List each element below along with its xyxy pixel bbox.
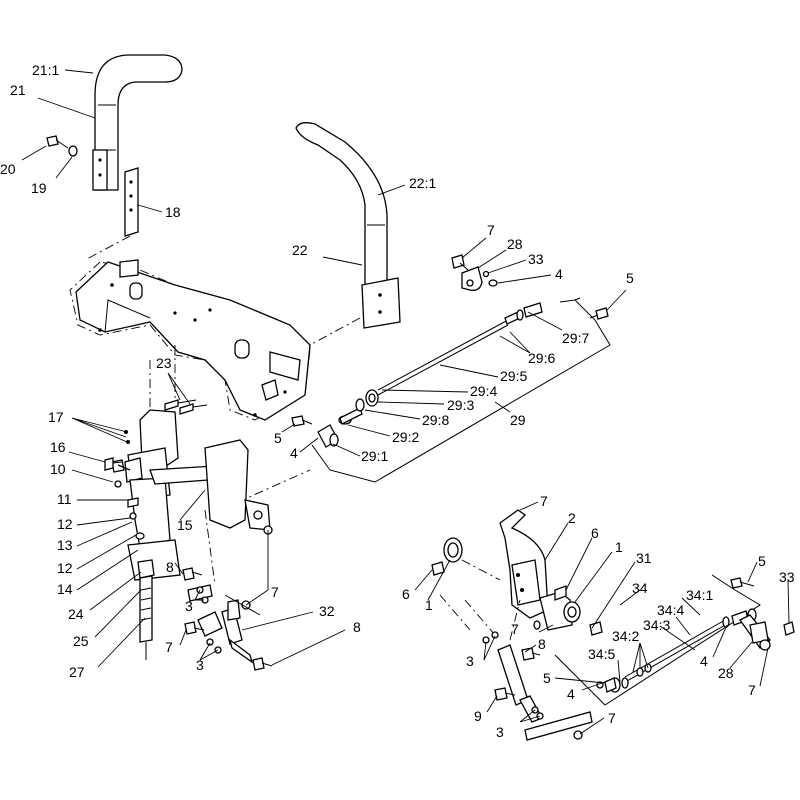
callout-34-4: 34:4 — [657, 602, 684, 618]
callout-32: 32 — [319, 603, 335, 619]
callout-12-b: 12 — [57, 560, 73, 576]
callout-7-bottom: 7 — [608, 710, 616, 726]
callout-8-left: 8 — [166, 559, 174, 575]
callout-21: 21 — [10, 82, 26, 98]
callout-15: 15 — [177, 517, 193, 533]
callout-28-top: 28 — [507, 236, 523, 252]
callout-4-top: 4 — [555, 266, 563, 282]
callout-2: 2 — [568, 510, 576, 526]
callout-labels: 21:1 21 20 19 18 22:1 22 7 28 33 4 5 29:… — [0, 62, 795, 740]
callout-27: 27 — [69, 664, 85, 680]
callout-10: 10 — [50, 461, 66, 477]
callout-7-right-mid: 7 — [511, 621, 519, 637]
callout-6-right: 6 — [591, 525, 599, 541]
callout-29-8: 29:8 — [422, 412, 449, 428]
callout-29-4: 29:4 — [470, 383, 497, 399]
callout-7-right-top: 7 — [540, 493, 548, 509]
alignment-line-left-4 — [204, 509, 216, 586]
callout-7-top: 7 — [487, 222, 495, 238]
callout-13: 13 — [57, 537, 73, 553]
callout-31: 31 — [636, 550, 652, 566]
callout-33-right: 33 — [779, 569, 795, 585]
right-pivot-assembly — [431, 509, 603, 636]
callout-34-1: 34:1 — [686, 587, 713, 603]
callout-17: 17 — [48, 409, 64, 425]
callout-29-3: 29:3 — [447, 397, 474, 413]
bolt-20-washer-19 — [46, 135, 78, 157]
callout-5-right: 5 — [758, 553, 766, 569]
assembly-34 — [554, 574, 795, 706]
callout-1-left: 1 — [425, 597, 433, 613]
alignment-line-frame-3 — [219, 469, 311, 511]
callout-24: 24 — [68, 606, 84, 622]
alignment-line-top-right — [309, 317, 361, 346]
bolts-23 — [164, 399, 208, 415]
callout-34-2: 34:2 — [612, 628, 639, 644]
callout-22: 22 — [292, 242, 308, 258]
callout-5-right-b: 5 — [543, 670, 551, 686]
alignment-line-right-2 — [464, 599, 496, 636]
leader-lines — [21, 69, 790, 735]
callout-16: 16 — [50, 439, 66, 455]
callout-14: 14 — [57, 581, 73, 597]
alignment-line-top-left — [84, 235, 131, 261]
callout-5-top: 5 — [626, 270, 634, 286]
callout-29-7: 29:7 — [562, 330, 589, 346]
callout-4-right-c: 4 — [700, 653, 708, 669]
callout-33-top: 33 — [528, 251, 544, 267]
pin-16-10 — [104, 457, 123, 471]
callout-22-1: 22:1 — [409, 175, 436, 191]
callout-1-right: 1 — [615, 539, 623, 555]
left-pivot-assembly — [111, 409, 271, 660]
callout-18: 18 — [165, 204, 181, 220]
lever-22 — [295, 122, 401, 329]
callout-19: 19 — [31, 180, 47, 196]
lever-21 — [92, 54, 183, 191]
callout-4-mid: 4 — [290, 445, 298, 461]
callout-21-1: 21:1 — [32, 62, 59, 78]
callout-3-right: 3 — [466, 653, 474, 669]
callout-12-a: 12 — [57, 516, 73, 532]
callout-9: 9 — [474, 708, 482, 724]
alignment-line-right-3 — [439, 594, 471, 631]
callout-11: 11 — [57, 491, 72, 507]
callout-25: 25 — [73, 633, 89, 649]
callout-3-left-b: 3 — [196, 657, 204, 673]
callout-3-left-a: 3 — [185, 598, 193, 614]
alignment-line-right-1 — [461, 559, 501, 581]
callout-23: 23 — [156, 355, 172, 371]
callout-8-left-b: 8 — [353, 619, 361, 635]
callout-20: 20 — [0, 161, 16, 177]
callout-34-5: 34:5 — [588, 646, 615, 662]
callout-5-mid: 5 — [274, 430, 282, 446]
callout-7-left-b: 7 — [165, 639, 173, 655]
callout-28-right: 28 — [718, 665, 734, 681]
callout-34: 34 — [632, 580, 648, 596]
assembly-29 — [311, 297, 611, 483]
alignment-line-right-4 — [509, 599, 521, 641]
damper-32-linkage — [182, 525, 273, 671]
part-drawings — [46, 54, 795, 741]
callout-29-5: 29:5 — [500, 368, 527, 384]
callout-7-right-c: 7 — [748, 682, 756, 698]
callout-29: 29 — [510, 412, 526, 428]
callout-29-1: 29:1 — [361, 448, 388, 464]
callout-6-left: 6 — [402, 586, 410, 602]
callout-7-left-a: 7 — [271, 584, 279, 600]
callout-34-3: 34:3 — [643, 617, 670, 633]
main-frame — [69, 259, 311, 421]
callout-29-2: 29:2 — [392, 429, 419, 445]
callout-4-right-b: 4 — [567, 686, 575, 702]
callout-29-6: 29:6 — [528, 350, 555, 366]
callout-8-right: 8 — [538, 636, 546, 652]
damper-9-plate — [482, 631, 604, 741]
callout-3-bottom: 3 — [496, 724, 504, 740]
bar-18 — [124, 167, 139, 237]
top-right-hardware — [291, 254, 609, 427]
